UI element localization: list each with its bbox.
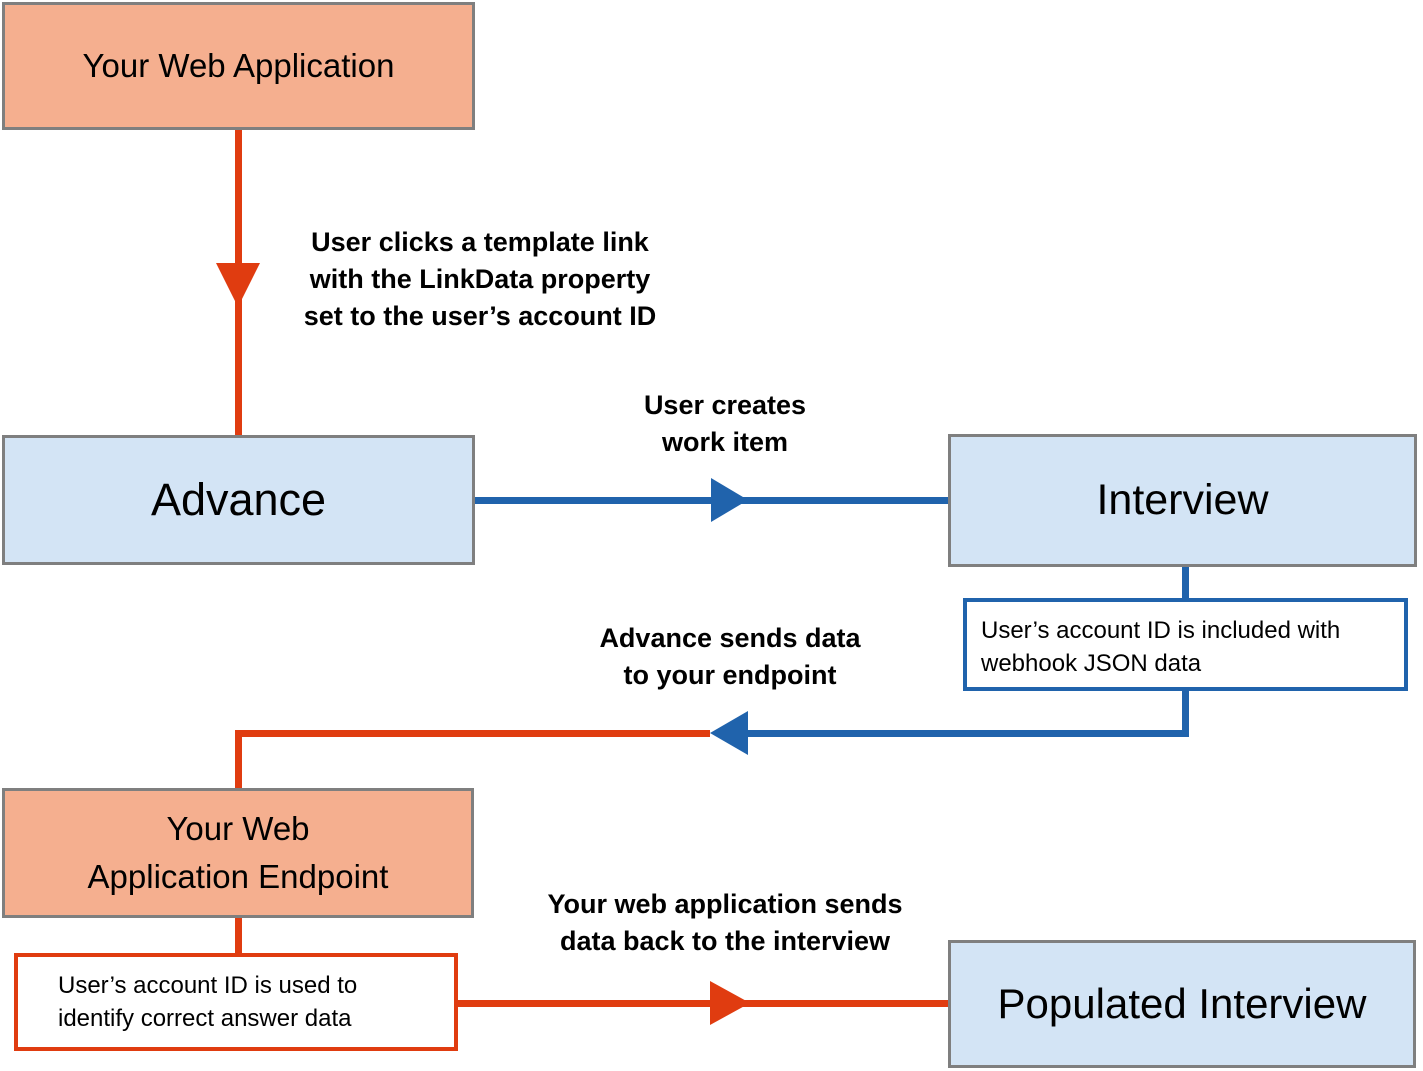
flow-line-endpoint-to-callout <box>235 918 242 958</box>
flow-line-callout-to-populated <box>458 1000 948 1007</box>
annotation-advance-sends-data: Advance sends data to your endpoint <box>599 623 861 690</box>
node-your-web-application: Your Web Application <box>2 2 475 130</box>
flow-line-webhook-horizontal-blue <box>745 730 1189 737</box>
arrowhead-left-blue-icon <box>710 711 748 755</box>
arrowhead-right-red-icon <box>710 981 750 1025</box>
node-populated-interview: Populated Interview <box>948 940 1416 1068</box>
flow-line-down-to-endpoint <box>235 730 242 788</box>
callout-webhook-json: User’s account ID is included with webho… <box>963 598 1408 691</box>
annotation-template-link: User clicks a template link with the Lin… <box>303 227 657 331</box>
flow-line-webhook-horizontal-red <box>235 730 710 737</box>
node-advance: Advance <box>2 435 475 565</box>
callout-answer-data: User’s account ID is used to identify co… <box>14 953 458 1051</box>
annotation-web-app-sends-data: Your web application sends data back to … <box>547 889 903 956</box>
arrowhead-down-icon <box>216 263 260 307</box>
node-interview: Interview <box>948 434 1417 567</box>
arrowhead-right-blue-icon <box>711 478 748 522</box>
annotation-user-creates-work-item: User creates work item <box>643 390 807 457</box>
node-your-web-application-endpoint: Your Web Application Endpoint <box>2 788 474 918</box>
